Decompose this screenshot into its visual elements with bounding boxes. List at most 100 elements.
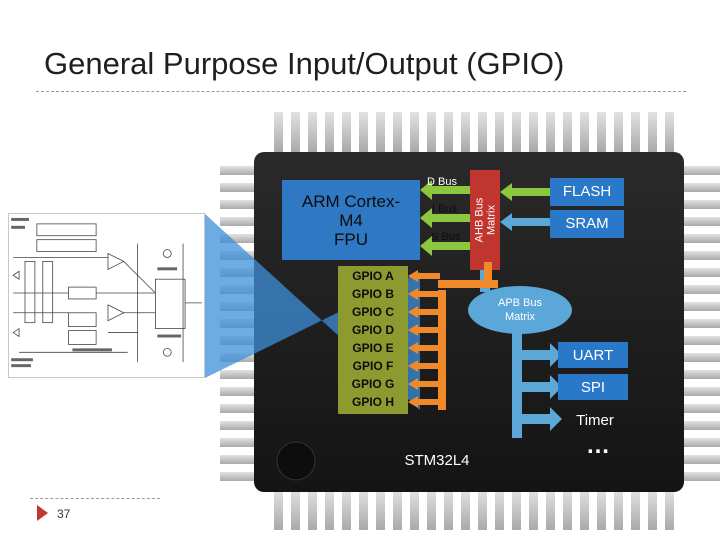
apb-matrix-label: APB Bus Matrix <box>472 296 568 324</box>
gpio-pin-schematic <box>8 213 205 378</box>
gpio-port-label: GPIO D <box>351 323 394 337</box>
chip-pin <box>220 421 254 430</box>
right-pins <box>684 166 720 481</box>
gpio-port-arrow <box>408 360 440 372</box>
chip-pin <box>342 112 351 152</box>
slide-title: General Purpose Input/Output (GPIO) <box>44 46 565 81</box>
chip-pin <box>461 112 470 152</box>
chip-pin <box>684 217 720 226</box>
chip-pin <box>359 112 368 152</box>
gpio-port-label: GPIO G <box>351 377 395 391</box>
chip-pin <box>512 490 521 530</box>
chip-pin <box>444 112 453 152</box>
chip-pin <box>684 268 720 277</box>
core-label: ARM Cortex- M4 FPU <box>282 192 420 249</box>
core-label-line-3: FPU <box>334 230 368 249</box>
chip-pin <box>220 455 254 464</box>
s-bus-arrow <box>420 236 486 256</box>
title-divider <box>36 91 686 92</box>
footer-divider <box>30 498 160 499</box>
chip-pin <box>597 112 606 152</box>
page-number: 37 <box>57 507 71 521</box>
chip-pin <box>274 112 283 152</box>
chip-pin <box>220 217 254 226</box>
gpio-box <box>338 266 408 414</box>
chip-pin <box>308 490 317 530</box>
chip-pin <box>684 370 720 379</box>
top-pins <box>274 112 674 152</box>
more-peripherals-ellipsis: … <box>586 432 610 459</box>
chip-pin <box>684 353 720 362</box>
part-name: STM32L4 <box>404 452 470 469</box>
apb-label-line-2: Matrix <box>505 311 535 323</box>
chip-pin <box>684 472 720 481</box>
chip-pin <box>684 251 720 260</box>
gpio-port-arrow <box>408 396 440 408</box>
d-bus-label: D Bus <box>427 176 457 188</box>
core-box <box>282 180 420 260</box>
gpio-port-label: GPIO B <box>351 287 394 301</box>
gpio-port-arrow <box>408 342 440 354</box>
chip-pin <box>684 387 720 396</box>
bus-arrows <box>420 180 486 256</box>
chip-pin <box>684 438 720 447</box>
chip-pin <box>376 112 385 152</box>
apb-label-line-1: APB Bus <box>497 297 543 309</box>
gpio-arrows <box>408 270 440 408</box>
uart-label: UART <box>572 347 614 364</box>
spi-arrow <box>522 375 562 399</box>
gpio-port-label: GPIO F <box>352 359 394 373</box>
chip-pin <box>410 112 419 152</box>
chip-pin <box>631 112 640 152</box>
chip-pin <box>478 490 487 530</box>
chip-block-diagram <box>205 112 720 530</box>
i-bus-arrow <box>420 208 486 228</box>
gpio-port-arrow <box>408 378 440 390</box>
chip-pin <box>614 112 623 152</box>
chip-pin <box>648 112 657 152</box>
chip-pin <box>478 112 487 152</box>
s-bus-label: S Bus <box>431 231 461 243</box>
chip-pin <box>393 112 402 152</box>
chip-pin <box>563 112 572 152</box>
chip-pin <box>529 112 538 152</box>
ahb-matrix-label: AHB Bus Matrix <box>470 170 500 270</box>
uart-box <box>558 342 628 368</box>
chip-pin <box>461 490 470 530</box>
core-label-line-1: ARM Cortex- <box>301 192 401 211</box>
spi-box <box>558 374 628 400</box>
flash-box <box>550 178 624 206</box>
gpio-top-link <box>438 280 498 288</box>
chip-pin <box>684 336 720 345</box>
chip-pin <box>684 302 720 311</box>
apb-matrix <box>468 286 572 334</box>
chip-pin <box>495 490 504 530</box>
chip-pin <box>325 490 334 530</box>
chip-pin <box>580 490 589 530</box>
chip-pin <box>684 285 720 294</box>
chip-pin <box>220 166 254 175</box>
chip-pin <box>684 421 720 430</box>
chip-pin <box>684 455 720 464</box>
chip-pin <box>631 490 640 530</box>
chip-pin <box>308 112 317 152</box>
ahb-label-line-1: AHB Bus <box>473 197 486 243</box>
chip-pin <box>580 112 589 152</box>
gpio-port-arrow <box>408 270 440 282</box>
ahb-matrix-box <box>470 170 500 270</box>
timer-arrow <box>522 407 562 431</box>
chip-pin <box>614 490 623 530</box>
chip-pin <box>597 490 606 530</box>
gpio-port-label: GPIO E <box>352 341 394 355</box>
chip-pin <box>220 404 254 413</box>
chip-pin <box>220 438 254 447</box>
chip-pin <box>563 490 572 530</box>
sram-arrow <box>500 213 564 231</box>
chip-pin <box>291 112 300 152</box>
flash-label: FLASH <box>562 183 612 200</box>
chip-pin <box>220 183 254 192</box>
chip-pin <box>684 200 720 209</box>
ahb-label-line-2: Matrix <box>485 205 498 235</box>
gpio-port-label: GPIO C <box>351 305 394 319</box>
